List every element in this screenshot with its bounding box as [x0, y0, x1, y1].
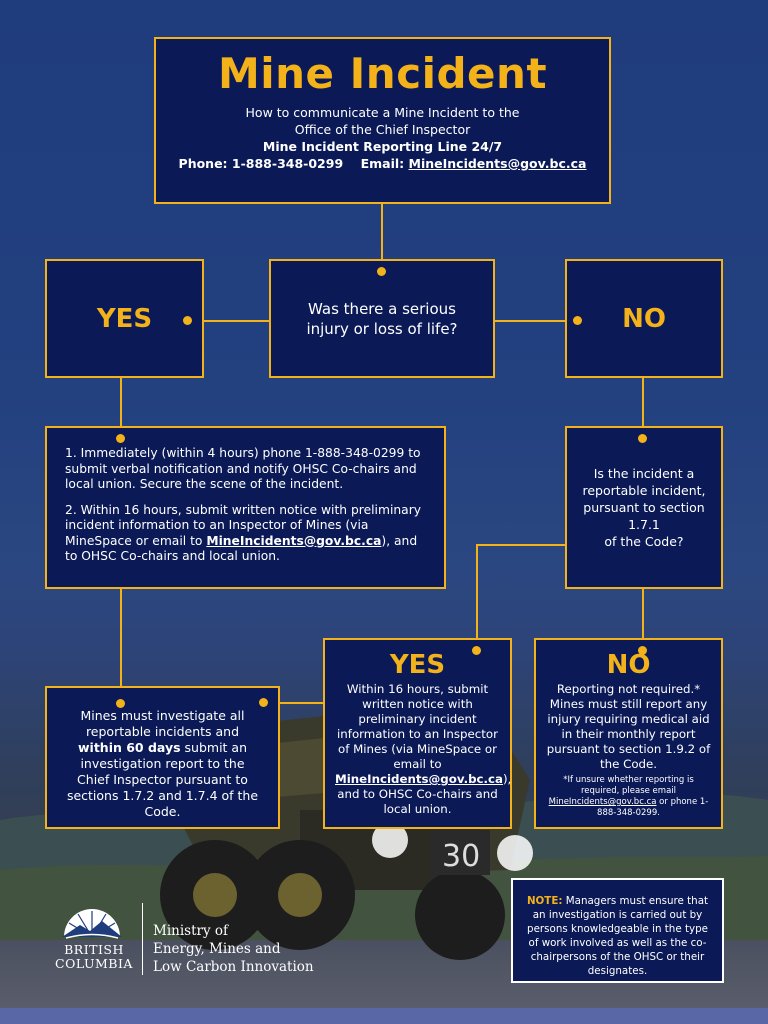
note-text: Managers must ensure that an investigati… — [527, 895, 709, 977]
bc-logo-line-1: BRITISH — [64, 942, 124, 957]
bottom-band — [0, 1008, 768, 1024]
reportable-yes-box: YES Within 16 hours, submit written noti… — [323, 638, 512, 829]
investigation-box: Mines must investigate all reportable in… — [45, 686, 280, 829]
reportable-line-4: 1.7.1 — [628, 517, 660, 532]
investigation-deadline: within 60 days — [77, 740, 181, 755]
reportable-question-box: Is the incident a reportable incident, p… — [565, 426, 723, 589]
bc-logo: BRITISH COLUMBIA — [48, 903, 140, 978]
step-1-text: 1. Immediately (within 4 hours) phone 1-… — [65, 446, 421, 491]
reportable-line-1: Is the incident a — [593, 466, 695, 481]
reporting-line: Mine Incident Reporting Line 24/7 — [262, 139, 503, 154]
connector-question-yes — [188, 320, 269, 322]
note-box: NOTE: Managers must ensure that an inves… — [511, 878, 724, 983]
connector-question-no — [495, 320, 577, 322]
reportable-no-footnote: *If unsure whether reporting is required… — [548, 775, 709, 818]
connector-yes-steps — [120, 378, 122, 438]
reportable-no-text: Reporting not required.* Mines must stil… — [546, 682, 711, 771]
no-label: NO — [622, 303, 666, 334]
question-text: Was there a serious injury or loss of li… — [306, 299, 458, 338]
question-box: Was there a serious injury or loss of li… — [269, 259, 495, 378]
note-label: NOTE: — [526, 895, 563, 907]
page-title: Mine Incident — [217, 49, 548, 98]
connector-steps-investigate — [120, 589, 122, 704]
bc-logo-line-2: COLUMBIA — [55, 956, 133, 971]
yes-steps-box: 1. Immediately (within 4 hours) phone 1-… — [45, 426, 446, 589]
connector-dot — [259, 698, 268, 707]
email-label: Email: — [360, 156, 405, 171]
sun-mountain-icon — [62, 909, 122, 939]
reportable-line-5: of the Code? — [604, 534, 684, 549]
connector-dot — [116, 434, 125, 443]
reportable-yes-text: Within 16 hours, submit written notice w… — [335, 682, 512, 816]
ministry-line-1: Ministry of — [153, 923, 229, 939]
reportable-yes-label: YES — [389, 650, 446, 680]
reportable-yes-email-link[interactable]: MineIncidents@gov.bc.ca — [335, 772, 503, 786]
yes-label: YES — [96, 303, 153, 334]
connector-dot — [377, 267, 386, 276]
connector-reportable-yes-v — [476, 544, 478, 652]
reportable-no-box: NO Reporting not required.* Mines must s… — [534, 638, 723, 829]
connector-reportable-yes-h — [476, 544, 565, 546]
connector-no-reportable — [642, 378, 644, 438]
title-box: Mine Incident How to communicate a Mine … — [154, 37, 611, 204]
connector-yes2-investigate — [263, 702, 323, 704]
truck-number: 30 — [442, 839, 480, 874]
connector-dot — [638, 646, 647, 655]
phone-number: Phone: 1-888-348-0299 — [178, 156, 344, 171]
connector-title-question — [381, 204, 383, 272]
email-link[interactable]: MineIncidents@gov.bc.ca — [408, 156, 587, 171]
connector-dot — [638, 434, 647, 443]
connector-dot — [573, 316, 582, 325]
subtitle-line1: How to communicate a Mine Incident to th… — [245, 105, 520, 120]
no-box: NO — [565, 259, 723, 378]
connector-dot — [116, 699, 125, 708]
step-2-text: 2. Within 16 hours, submit written notic… — [65, 502, 422, 564]
ministry-name: Ministry of Energy, Mines and Low Carbon… — [153, 922, 314, 976]
yes-box: YES — [45, 259, 204, 378]
reportable-line-3: pursuant to section — [583, 500, 705, 515]
connector-reportable-no — [642, 589, 644, 652]
reportable-line-2: reportable incident, — [582, 483, 706, 498]
reportable-no-label: NO — [606, 650, 651, 680]
ministry-line-3: Low Carbon Innovation — [153, 959, 314, 975]
logo-divider — [142, 903, 143, 975]
ministry-line-2: Energy, Mines and — [153, 941, 281, 957]
footnote-email-link[interactable]: MineIncidents@gov.bc.ca — [548, 797, 657, 807]
subtitle-line2: Office of the Chief Inspector — [294, 122, 471, 137]
connector-dot — [183, 316, 192, 325]
connector-dot — [472, 646, 481, 655]
step-2-email-link[interactable]: MineIncidents@gov.bc.ca — [206, 533, 382, 548]
